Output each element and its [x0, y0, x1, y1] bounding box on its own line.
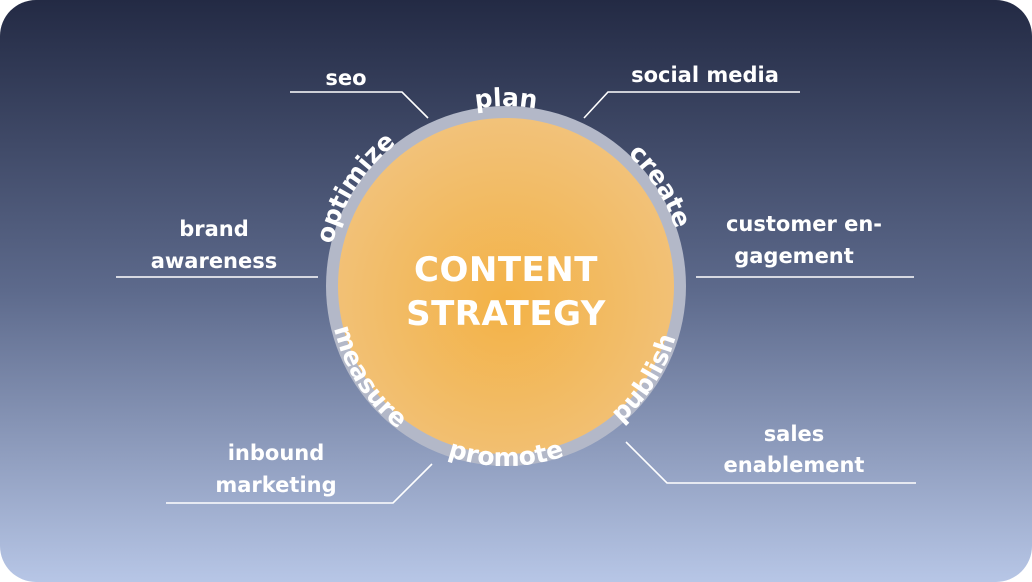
core-circle	[338, 118, 674, 454]
label-brand-line2: awareness	[151, 249, 278, 273]
label-sales-line1: sales	[764, 422, 825, 446]
label-sales-line2: enablement	[724, 453, 865, 477]
label-seo: seo	[325, 66, 366, 90]
label-inbound-line2: marketing	[215, 473, 336, 497]
connector-inbound-marketing	[166, 463, 433, 504]
label-brand-line1: brand	[179, 217, 249, 241]
label-inbound-line1: inbound	[228, 441, 325, 465]
stage-plan: plan	[473, 83, 539, 114]
connector-social-media	[583, 91, 800, 119]
label-social-media: social media	[631, 63, 779, 87]
center-title-line2: STRATEGY	[406, 294, 606, 334]
label-customer-line1: customer en-	[726, 212, 882, 236]
label-customer-line2: gagement	[734, 244, 854, 268]
connector-sales-enablement	[625, 441, 916, 484]
connector-seo	[290, 91, 429, 119]
center-title-line1: CONTENT	[414, 250, 598, 290]
